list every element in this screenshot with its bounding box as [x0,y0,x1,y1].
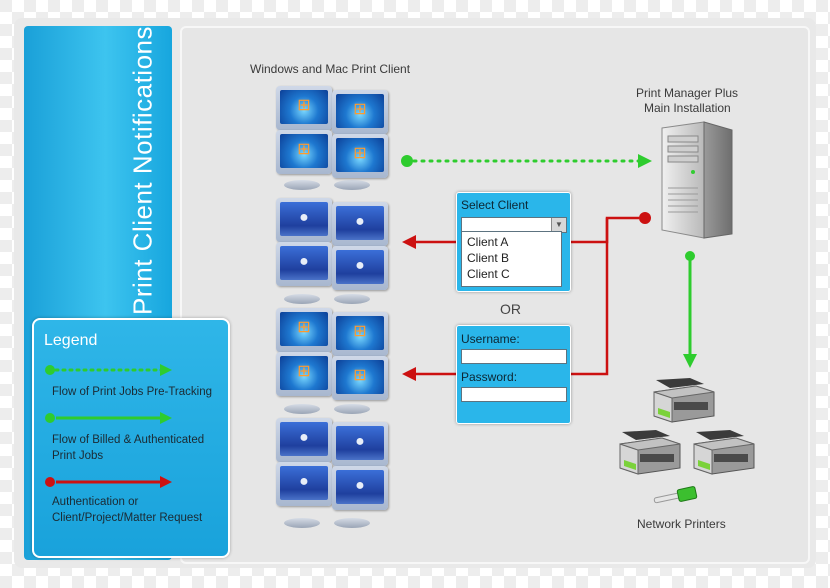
monitor-stand [284,518,320,528]
windows-logo-icon: ⊞ [297,97,311,114]
client-option[interactable]: Client B [467,251,510,265]
windows-monitor: ⊞ [332,356,388,400]
mac-monitor: ● [276,242,332,286]
monitor-stand [284,294,320,304]
legend: Legend Flow of Print Jobs Pre-Tracking F… [32,318,230,558]
windows-monitor: ⊞ [276,86,332,130]
apple-logo-icon: ● [355,477,365,494]
apple-logo-icon: ● [299,209,309,226]
username-field[interactable] [461,349,567,364]
or-separator: OR [500,301,521,317]
username-label: Username: [461,332,520,346]
printers-label: Network Printers [637,517,726,531]
monitor-stand [284,404,320,414]
clients-label: Windows and Mac Print Client [250,62,411,76]
windows-monitor: ⊞ [332,312,388,356]
apple-logo-icon: ● [299,473,309,490]
mac-monitor: ● [276,198,332,242]
legend-item-billed: Flow of Billed & Authenticated Print Job… [52,434,205,462]
client-option[interactable]: Client C [467,267,510,281]
windows-monitor: ⊞ [276,308,332,352]
client-dropdown-list: Client A Client B Client C [461,231,562,287]
monitor-stand [334,294,370,304]
apple-logo-icon: ● [299,253,309,270]
windows-monitor: ⊞ [332,90,388,134]
server-label-line1: Print Manager Plus [636,86,739,100]
windows-logo-icon: ⊞ [353,367,367,384]
windows-logo-icon: ⊞ [353,101,367,118]
client-option[interactable]: Client A [467,235,509,249]
legend-arrows [45,364,172,488]
select-client-dialog: Select Client ▼ Client A Client B Client… [456,192,571,292]
apple-logo-icon: ● [355,257,365,274]
login-dialog: Username: Password: [456,325,571,424]
legend-item-pre-tracking: Flow of Print Jobs Pre-Tracking [52,386,212,398]
pre-tracking-arrow [401,154,652,168]
windows-logo-icon: ⊞ [297,363,311,380]
legend-title: Legend [44,332,98,349]
apple-logo-icon: ● [355,433,365,450]
password-field[interactable] [461,387,567,402]
windows-logo-icon: ⊞ [297,319,311,336]
printer-icon [653,378,715,423]
select-client-title: Select Client [461,198,529,212]
windows-monitor: ⊞ [276,352,332,396]
legend-arrow-solid-red [45,476,172,488]
windows-logo-icon: ⊞ [297,141,311,158]
printer-icon [693,430,755,475]
password-label: Password: [461,370,518,384]
legend-item-authentication: Authentication or Client/Project/Matter … [52,496,203,524]
apple-logo-icon: ● [299,429,309,446]
monitor-stand [334,518,370,528]
billed-jobs-arrow [683,251,697,368]
server-label-line2: Main Installation [644,101,731,115]
printer-icon [619,430,681,475]
network-cable-icon [653,486,698,504]
monitor-stand [284,180,320,190]
windows-logo-icon: ⊞ [353,323,367,340]
mac-monitor: ● [332,246,388,290]
mac-monitor: ● [332,202,388,246]
authentication-arrows [402,212,651,381]
windows-monitor: ⊞ [332,134,388,178]
windows-logo-icon: ⊞ [353,145,367,162]
monitor-stand [334,404,370,414]
client-computers: ⊞ ⊞ ⊞ ⊞ ● ● ● ● ⊞ ⊞ ⊞ ⊞ ● ● ● ● [274,82,394,542]
legend-arrow-solid-green [45,412,172,424]
windows-monitor: ⊞ [276,130,332,174]
mac-monitor: ● [332,422,388,466]
chevron-down-icon[interactable]: ▼ [551,218,566,232]
apple-logo-icon: ● [355,213,365,230]
server-tower-icon [661,121,733,239]
mac-monitor: ● [276,418,332,462]
mac-monitor: ● [332,466,388,510]
monitor-stand [334,180,370,190]
mac-monitor: ● [276,462,332,506]
legend-arrow-dotted-green [45,364,172,376]
